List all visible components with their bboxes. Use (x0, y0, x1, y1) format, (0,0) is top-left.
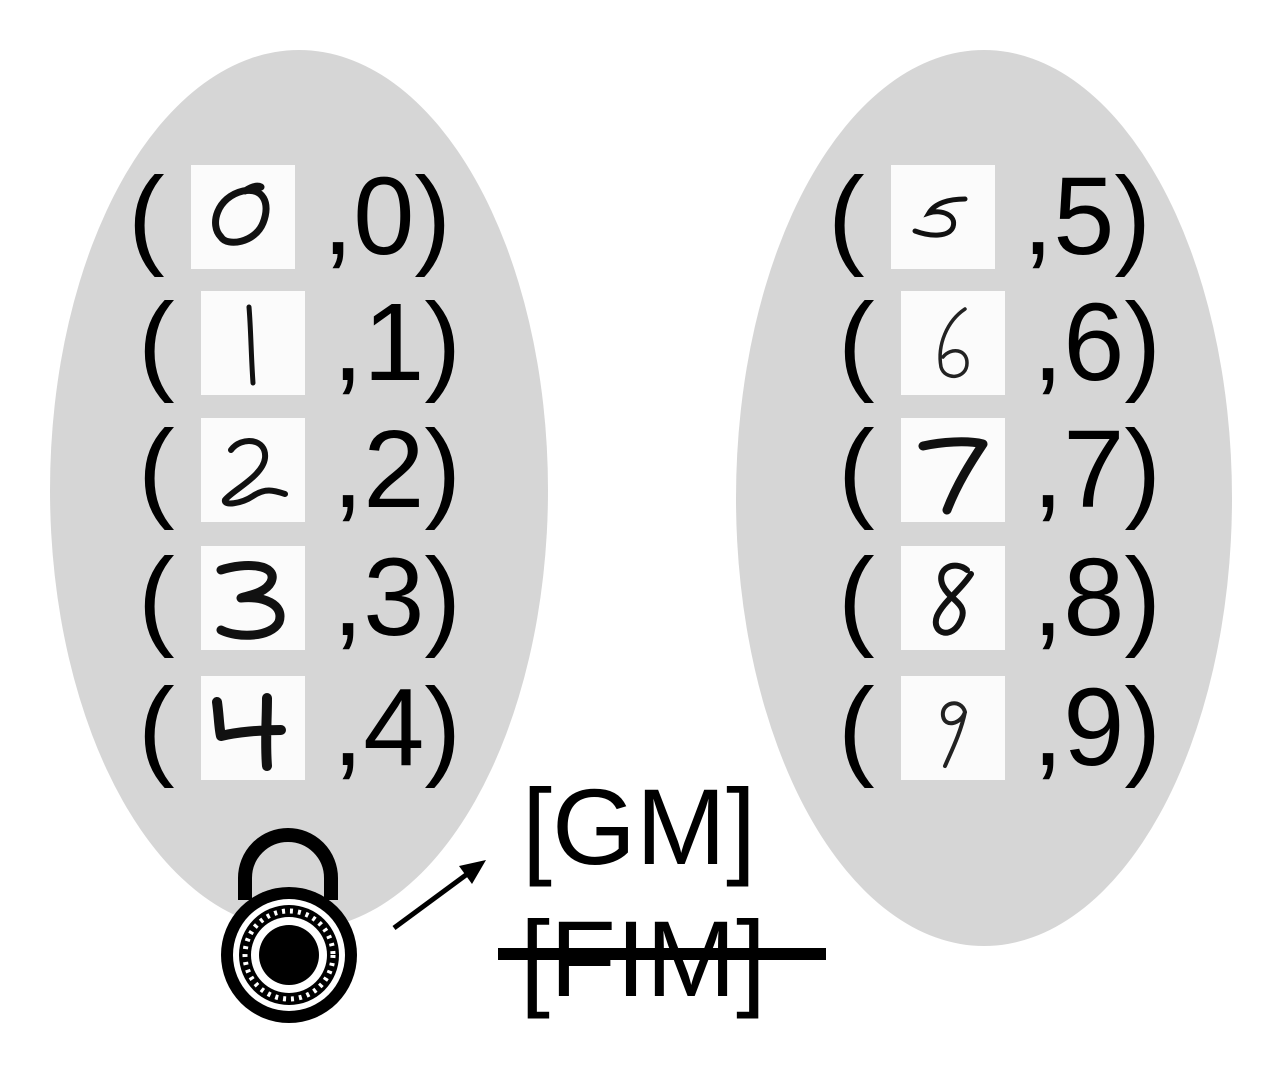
label-4: ,4 (332, 666, 425, 789)
open-paren: ( (828, 155, 865, 278)
close-paren: ) (424, 408, 462, 531)
close-paren: ) (1114, 155, 1152, 278)
digit-image-2 (200, 418, 305, 522)
digit-image-9 (900, 676, 1005, 780)
tag-gm: [GM] (522, 766, 756, 887)
digit-1-glyph (246, 304, 256, 386)
close-paren: ) (414, 155, 452, 278)
open-paren: ( (138, 408, 175, 531)
close-paren: ) (424, 666, 462, 789)
digit-image-7 (900, 418, 1005, 522)
pair-digit-3: ( ,3 ) (138, 538, 461, 658)
open-paren: ( (138, 536, 175, 659)
open-paren: ( (838, 536, 875, 659)
pair-digit-1: ( ,1 ) (138, 283, 461, 403)
digit-image-8 (900, 546, 1005, 650)
close-paren: ) (424, 281, 462, 404)
digit-image-0 (190, 165, 295, 269)
open-paren: ( (138, 666, 175, 789)
open-paren: ( (838, 408, 875, 531)
label-1: ,1 (332, 281, 425, 404)
digit-6-glyph (938, 307, 969, 378)
digit-8-glyph (932, 562, 974, 636)
label-2: ,2 (332, 408, 425, 531)
digit-9-glyph (940, 701, 967, 768)
pair-digit-6: ( ,6 ) (838, 283, 1161, 403)
digit-0-glyph (211, 182, 270, 246)
strikethrough-line (498, 948, 826, 960)
close-paren: ) (424, 536, 462, 659)
digit-image-5 (890, 165, 995, 269)
open-paren: ( (128, 155, 165, 278)
pair-digit-5: ( ,5 ) (828, 157, 1151, 277)
open-paren: ( (838, 666, 875, 789)
pair-digit-8: ( ,8 ) (838, 538, 1161, 658)
close-paren: ) (1124, 666, 1162, 789)
digit-image-1 (200, 291, 305, 395)
pair-digit-4: ( ,4 ) (138, 668, 461, 788)
digit-5-glyph (912, 196, 968, 238)
pair-digit-7: ( ,7 ) (838, 410, 1161, 530)
label-8: ,8 (1032, 536, 1125, 659)
label-6: ,6 (1032, 281, 1125, 404)
label-9: ,9 (1032, 666, 1125, 789)
digit-image-4 (200, 676, 305, 780)
digit-7-glyph (918, 437, 988, 515)
label-3: ,3 (332, 536, 425, 659)
label-5: ,5 (1022, 155, 1115, 278)
label-7: ,7 (1032, 408, 1125, 531)
pair-digit-0: ( ,0 ) (128, 157, 451, 277)
digit-image-6 (900, 291, 1005, 395)
pair-digit-9: ( ,9 ) (838, 668, 1161, 788)
label-0: ,0 (322, 155, 415, 278)
close-paren: ) (1124, 536, 1162, 659)
pair-digit-2: ( ,2 ) (138, 410, 461, 530)
digit-3-glyph (216, 561, 285, 640)
digit-4-glyph (211, 693, 286, 771)
open-paren: ( (838, 281, 875, 404)
close-paren: ) (1124, 281, 1162, 404)
open-paren: ( (138, 281, 175, 404)
close-paren: ) (1124, 408, 1162, 531)
digit-2-glyph (221, 438, 288, 507)
digit-image-3 (200, 546, 305, 650)
